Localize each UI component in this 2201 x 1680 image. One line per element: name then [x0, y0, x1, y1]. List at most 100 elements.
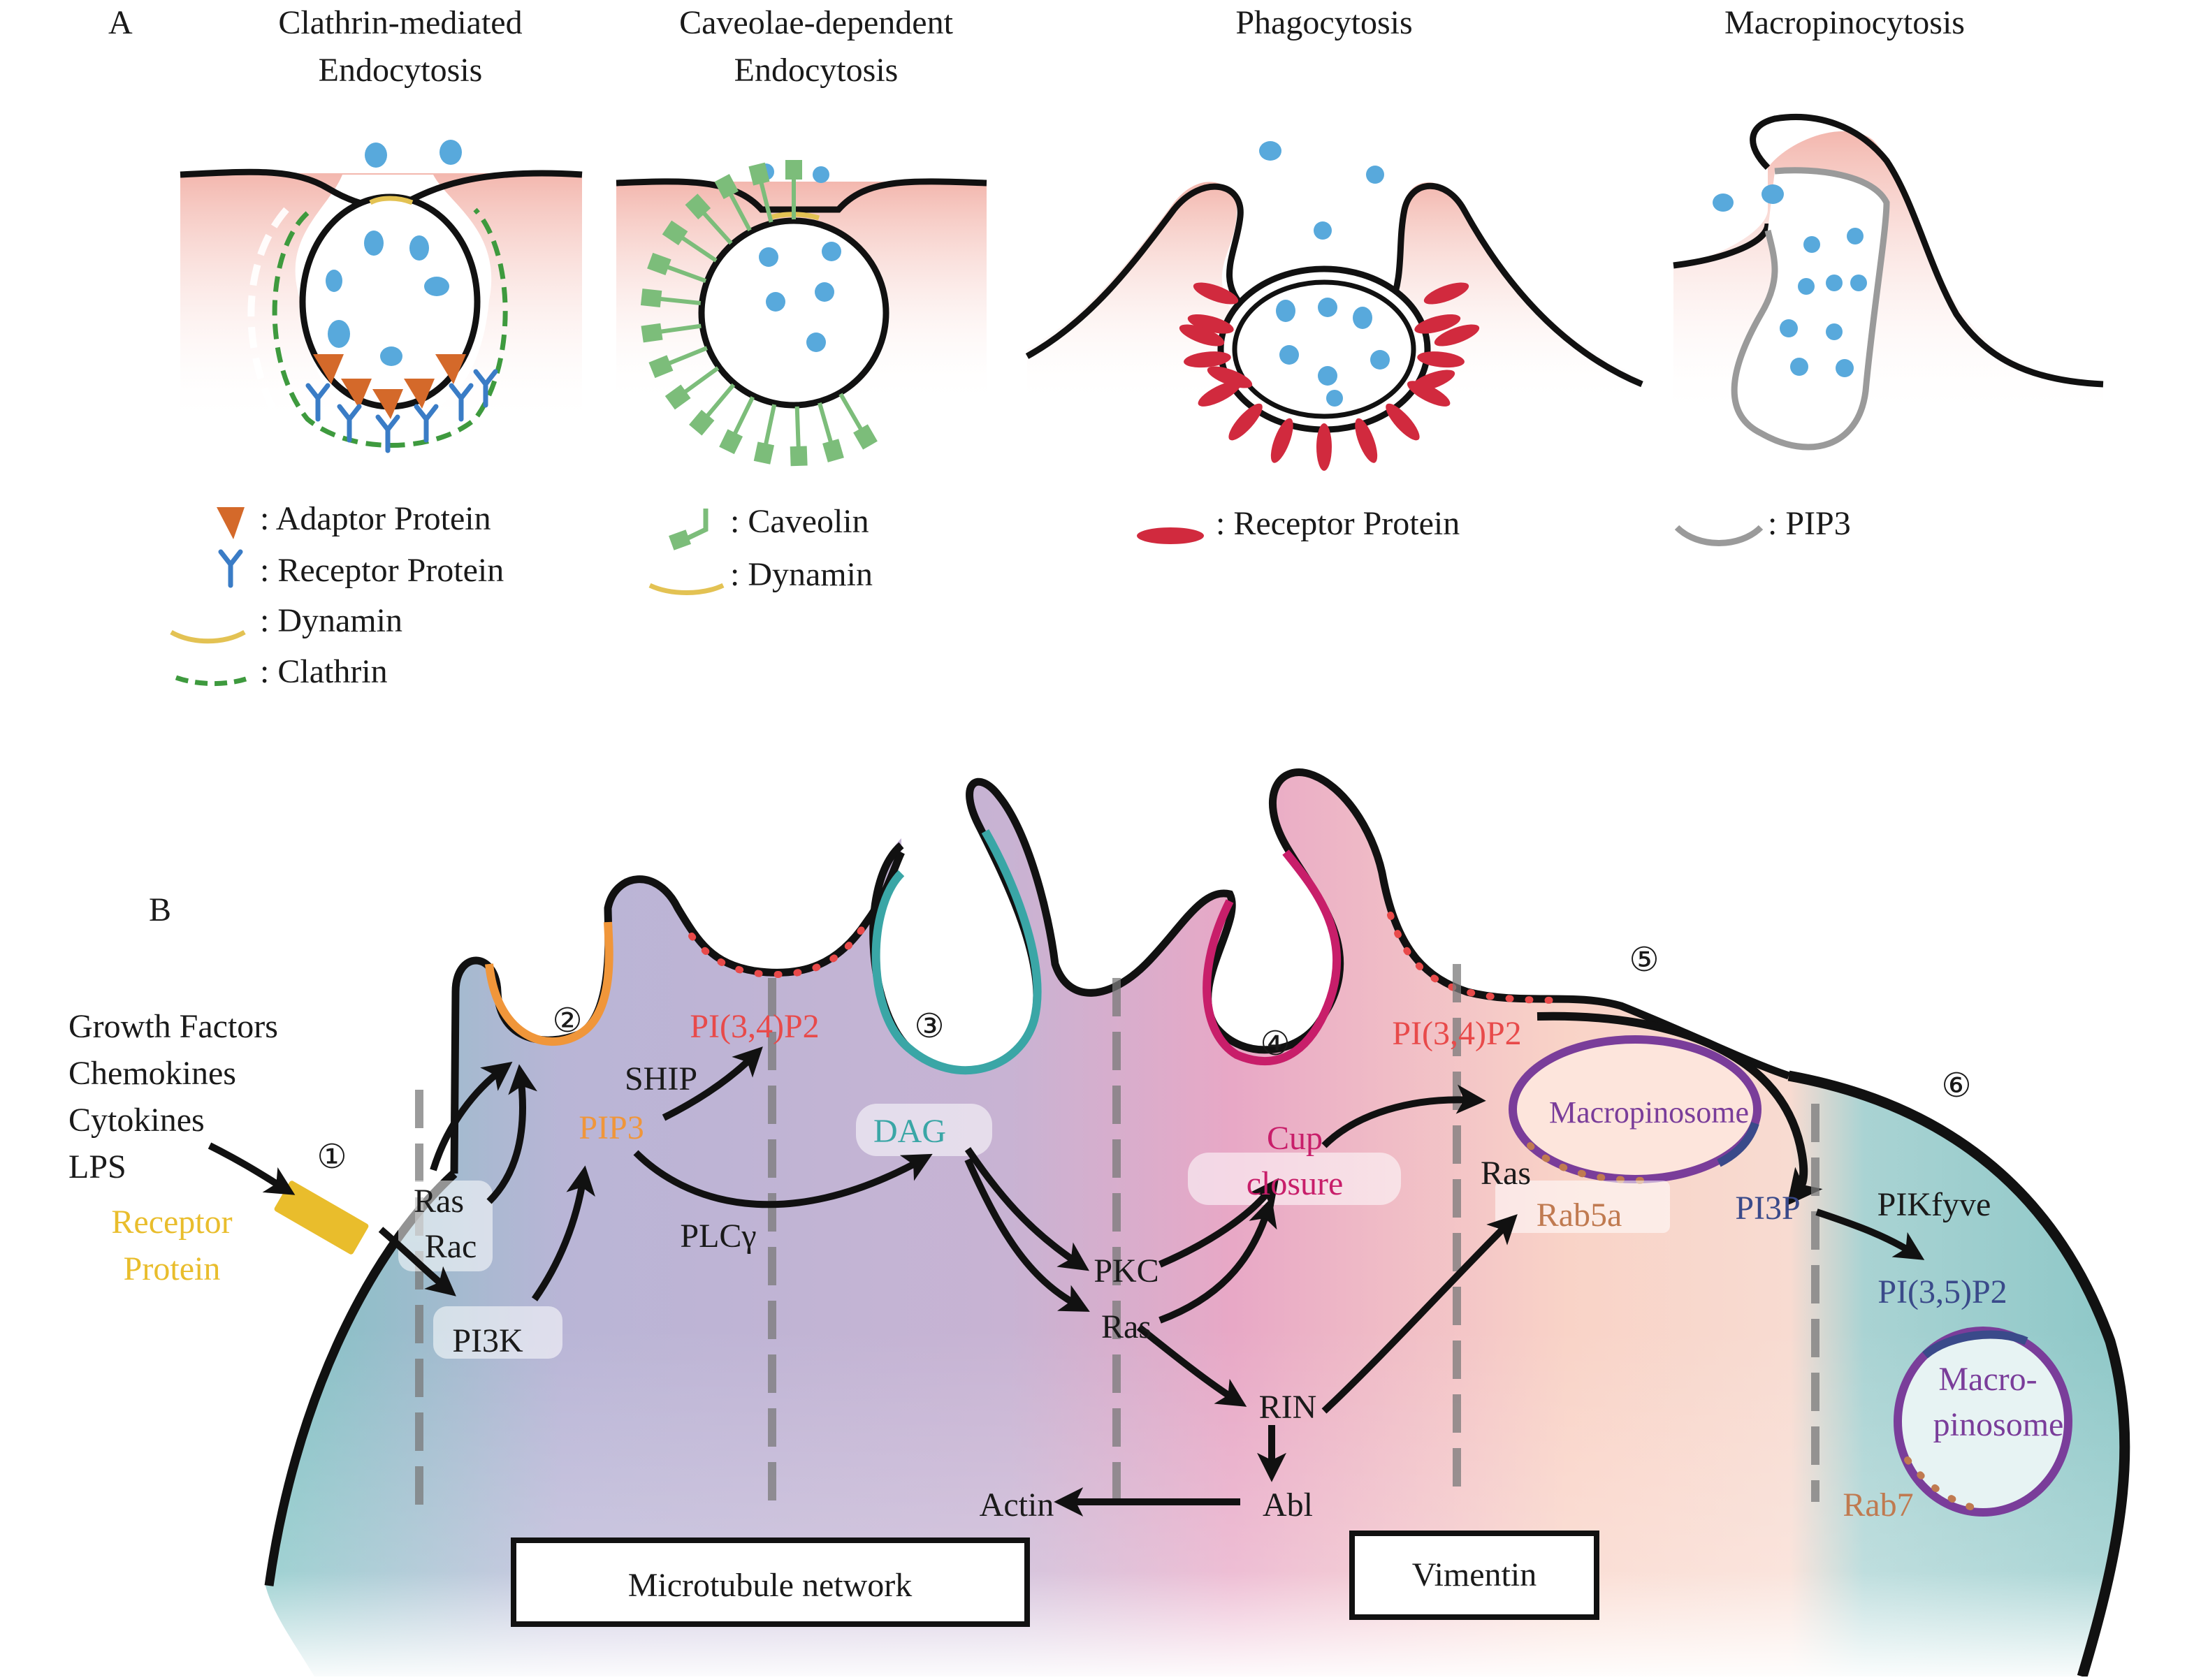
adaptor-protein: [404, 379, 435, 409]
cargo-dot: [1366, 166, 1384, 184]
phago-receptor: [1434, 324, 1480, 346]
svg-text:PI(3,4)P2: PI(3,4)P2: [690, 1008, 819, 1045]
caveolin-head: [853, 424, 878, 450]
panel-b-label: B: [149, 891, 171, 928]
svg-text:Actin: Actin: [980, 1487, 1054, 1524]
cargo-dot: [815, 282, 834, 302]
phago-receptor: [1193, 282, 1239, 305]
caveolin-head: [689, 409, 715, 436]
phago-receptor: [1198, 381, 1242, 407]
cargo-dot: [1370, 350, 1390, 370]
svg-text:Abl: Abl: [1263, 1487, 1313, 1524]
cargo-dot: [440, 140, 462, 165]
svg-text:: Receptor Protein: : Receptor Protein: [260, 552, 504, 589]
cargo-dot: [365, 143, 387, 168]
svg-text:DAG: DAG: [873, 1113, 946, 1150]
cargo-dot: [1798, 278, 1815, 295]
phago-receptor: [1228, 403, 1263, 441]
svg-text:Rab5a: Rab5a: [1537, 1197, 1622, 1234]
phago-receptor: [1316, 423, 1332, 471]
cargo-dot: [1318, 366, 1337, 386]
svg-text:: Dynamin: : Dynamin: [260, 602, 402, 639]
svg-text:Cup: Cup: [1267, 1120, 1323, 1157]
step-markers: ① ② ③ ④ ⑤ ⑥: [317, 942, 1971, 1176]
adaptor-protein: [435, 354, 466, 384]
cargo-dot: [1826, 323, 1843, 340]
svg-text:RIN: RIN: [1259, 1389, 1317, 1426]
caveolin-head: [641, 323, 663, 343]
phago-receptor: [1423, 282, 1469, 305]
caveolin-head: [640, 288, 662, 307]
title-clathrin-2: Endocytosis: [319, 52, 483, 89]
caveolin-head: [822, 439, 844, 462]
cargo-dot: [1318, 298, 1337, 317]
phago-receptor: [1355, 418, 1378, 463]
clathrin-pit: [180, 168, 583, 448]
svg-text:④: ④: [1260, 1025, 1290, 1062]
cargo-dot: [1761, 184, 1784, 204]
cargo-dot: [424, 277, 449, 296]
cargo-dot: [1326, 390, 1343, 407]
cargo-dot: [759, 247, 778, 267]
legend-clathrin: : Clathrin: [175, 653, 388, 690]
cargo-dot: [1314, 221, 1332, 240]
adaptor-protein: [313, 354, 344, 384]
caveolin-head: [648, 355, 674, 379]
svg-text:⑤: ⑤: [1629, 942, 1659, 979]
cargo-dot: [766, 292, 785, 312]
cargo-dot: [1803, 236, 1820, 253]
receptor-protein-bar: [274, 1181, 369, 1255]
phago-receptor: [1414, 314, 1461, 334]
caveolin-head: [748, 162, 770, 186]
svg-text:PKC: PKC: [1094, 1252, 1158, 1290]
cargo-dot: [813, 166, 829, 183]
svg-text:Cytokines: Cytokines: [68, 1102, 205, 1139]
panel-a-label: A: [108, 4, 133, 41]
svg-text:PI(3,4)P2: PI(3,4)P2: [1392, 1015, 1521, 1052]
cargo-dot: [1259, 141, 1281, 161]
stimuli-list: Growth Factors Chemokines Cytokines LPS: [68, 1008, 278, 1185]
cargo-dot: [409, 235, 429, 261]
legend-receptor-phago: : Receptor Protein: [1137, 505, 1460, 544]
cargo-dot: [328, 320, 350, 348]
macropinosome-6: [1894, 1327, 2072, 1517]
caveolin-head: [685, 193, 711, 220]
cargo-dot: [1279, 345, 1299, 365]
caveolin-head: [719, 429, 743, 455]
legend-receptor: : Receptor Protein: [218, 549, 504, 589]
cargo-dot: [1836, 359, 1854, 377]
phago-receptor: [1179, 324, 1225, 346]
phago-receptor: [1386, 403, 1420, 441]
title-macropinocytosis: Macropinocytosis: [1724, 4, 1965, 41]
pathway-labels: Ras Rac PI3K PIP3 SHIP PI(3,4)P2 PLCγ DA…: [414, 1008, 2063, 1524]
receptor-protein: [473, 369, 498, 408]
legend-adaptor: : Adaptor Protein: [217, 500, 491, 539]
svg-text:②: ②: [552, 1002, 582, 1039]
receptor-protein: [375, 414, 400, 453]
cargo-dot: [806, 333, 826, 352]
svg-text:Rac: Rac: [425, 1228, 477, 1265]
label-halos: [398, 1104, 1670, 1359]
caveolae-pit: [616, 178, 987, 409]
title-caveolae-2: Endocytosis: [734, 52, 899, 89]
svg-text:PI(3,5)P2: PI(3,5)P2: [1877, 1273, 2007, 1310]
svg-text:Ras: Ras: [1481, 1155, 1531, 1192]
cargo-dot: [364, 231, 384, 256]
receptor-protein: [337, 404, 362, 443]
receptor-protein: [414, 404, 439, 443]
phago-receptor: [1207, 366, 1253, 388]
svg-text:closure: closure: [1247, 1165, 1344, 1202]
svg-text:: Dynamin: : Dynamin: [730, 556, 873, 593]
title-caveolae-1: Caveolae-dependent: [679, 4, 953, 41]
svg-text:Rab7: Rab7: [1843, 1487, 1913, 1524]
phago-receptor: [1184, 351, 1231, 368]
cargo-dot: [1790, 358, 1808, 376]
phago-receptor: [1409, 370, 1455, 392]
svg-text:Growth Factors: Growth Factors: [68, 1008, 278, 1045]
title-phagocytosis: Phagocytosis: [1235, 4, 1412, 41]
caveolin-head: [662, 220, 688, 246]
phagocytosis-cup: [1025, 182, 1643, 433]
macropinosome-5: [1509, 1035, 1761, 1184]
cargo-dot: [326, 270, 342, 292]
caveolin-head: [785, 160, 802, 180]
